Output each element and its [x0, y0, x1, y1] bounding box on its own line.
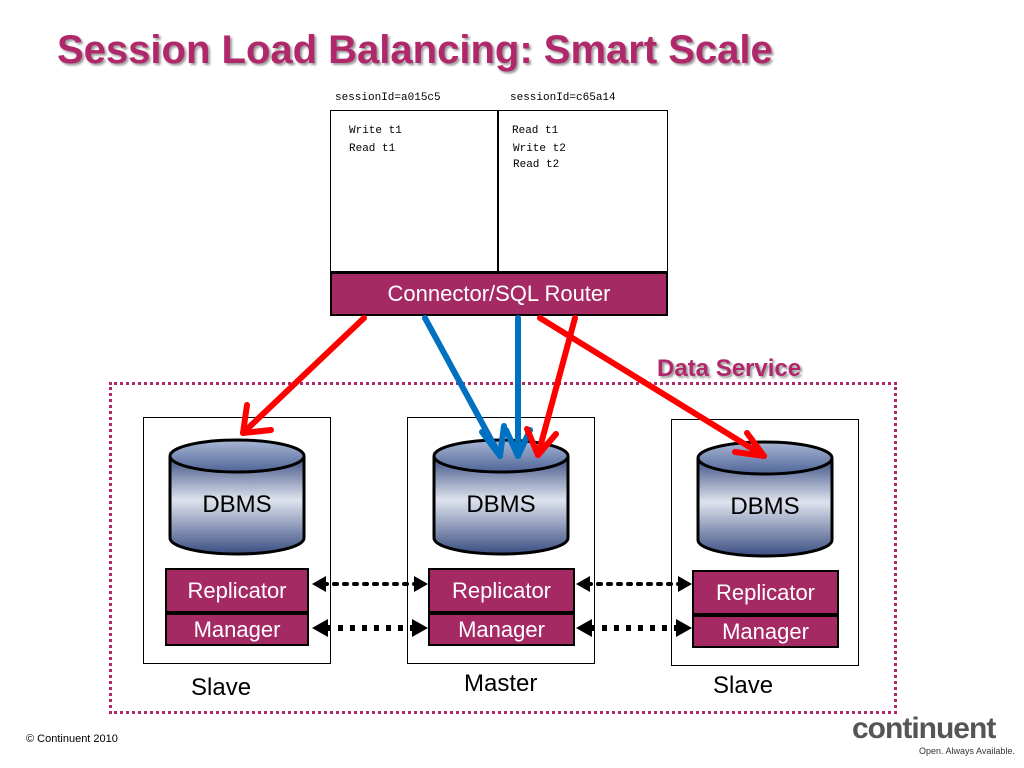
replicator-component: Replicator: [428, 568, 575, 613]
read-arrow-icon: [503, 315, 533, 459]
data-service-label: Data Service: [657, 355, 802, 382]
session-op: Read t1: [349, 143, 396, 155]
replicator-label: Replicator: [715, 579, 816, 605]
dbms-label: DBMS: [730, 493, 800, 520]
write-arrow-icon: [240, 315, 367, 436]
write-arrow-icon: [537, 315, 767, 459]
manager-component: Manager: [165, 613, 309, 646]
manager-label: Manager: [722, 618, 809, 644]
session-id-label: sessionId=c65a14: [510, 92, 616, 104]
manager-label: Manager: [458, 616, 545, 642]
session-id-label: sessionId=a015c5: [335, 92, 441, 104]
page-title: Session Load Balancing: Smart Scale: [57, 28, 773, 72]
database-cylinder-icon: [696, 440, 834, 558]
database-cylinder-icon: [168, 438, 306, 556]
manager-link-icon: [576, 619, 692, 637]
replicator-component: Replicator: [692, 570, 839, 615]
replication-link-icon: [576, 576, 692, 592]
session-op: Read t2: [513, 159, 560, 171]
continuent-logo: continuent Open. Always Available.: [852, 712, 1015, 757]
replicator-component: Replicator: [165, 568, 309, 613]
logo-tagline: Open. Always Available.: [919, 746, 1015, 756]
session-panel: [330, 110, 668, 272]
node-role-label: Slave: [191, 674, 252, 701]
copyright-text: © Continuent 2010: [26, 733, 118, 745]
data-service-boundary: [109, 382, 897, 714]
node-role-label: Master: [464, 670, 538, 697]
manager-link-icon: [312, 619, 428, 637]
connector-router-label: Connector/SQL Router: [387, 281, 611, 306]
write-arrow-icon: [524, 315, 578, 458]
dbms-label: DBMS: [202, 491, 272, 518]
session-op: Write t2: [513, 143, 566, 155]
manager-component: Manager: [428, 613, 575, 646]
session-op: Read t1: [512, 125, 559, 137]
manager-label: Manager: [193, 616, 281, 642]
replicator-label: Replicator: [451, 577, 552, 603]
manager-component: Manager: [692, 615, 839, 648]
node-role-label: Slave: [713, 672, 774, 699]
session-op: Write t1: [349, 125, 402, 137]
dbms-label: DBMS: [466, 491, 536, 518]
logo-wordmark: continuent: [852, 712, 996, 745]
replication-link-icon: [312, 576, 428, 592]
replicator-label: Replicator: [187, 577, 287, 603]
read-arrow-icon: [422, 315, 507, 459]
connector-router: Connector/SQL Router: [330, 272, 668, 316]
session-divider: [497, 110, 499, 272]
